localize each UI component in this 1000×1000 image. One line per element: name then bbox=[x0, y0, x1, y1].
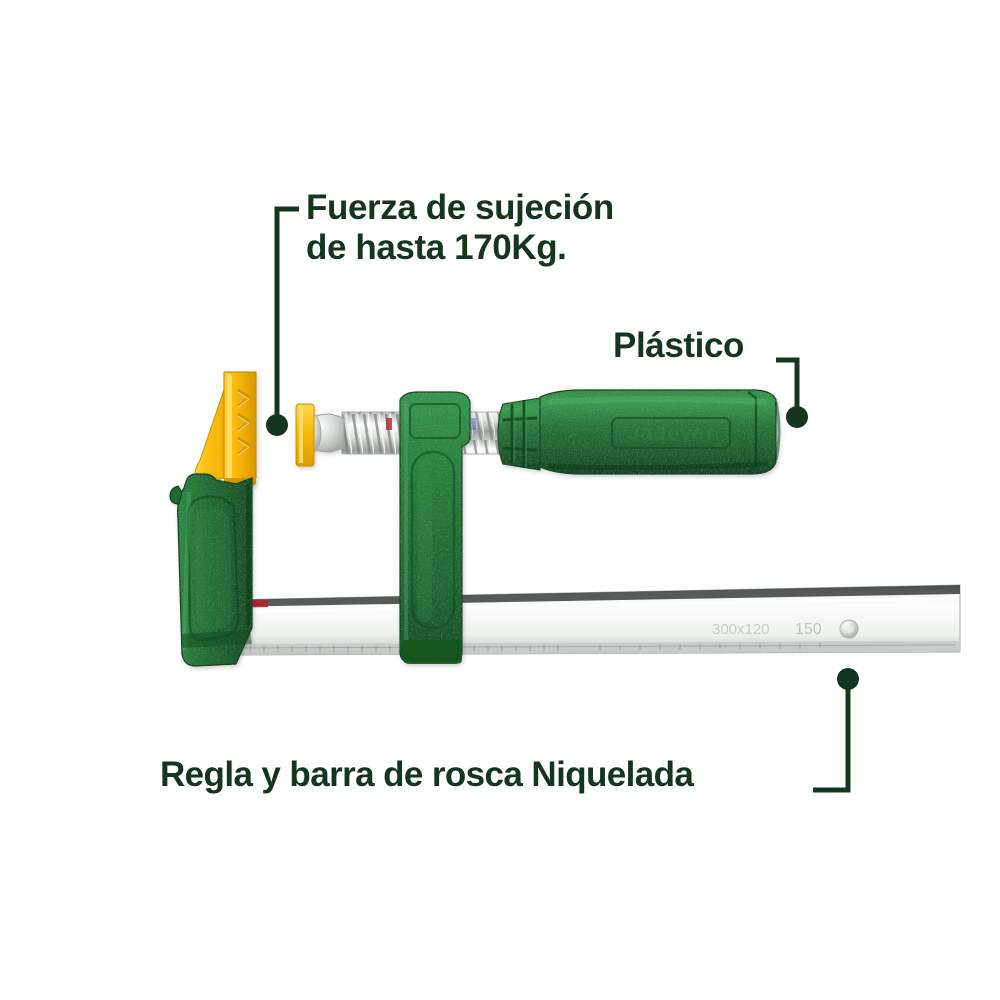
leader-dot-ruler bbox=[837, 668, 859, 690]
leader-dot-force bbox=[266, 414, 288, 436]
handle-brand-text: Jadever bbox=[628, 420, 715, 445]
bar-size-mark: 300x120 bbox=[712, 621, 770, 638]
annotation-label-force: Fuerza de sujeción de hasta 170Kg. bbox=[306, 188, 614, 267]
leader-line-plastic bbox=[776, 357, 800, 412]
fixed-jaw-body bbox=[169, 473, 253, 667]
handle-group: Jadever bbox=[497, 389, 781, 475]
handle-ribs bbox=[502, 400, 538, 468]
annotation-label-plastic: Plástico bbox=[613, 326, 745, 365]
leader-line-force bbox=[274, 206, 299, 420]
annotation-label-ruler: Regla y barra de rosca Niquelada bbox=[160, 755, 694, 794]
fixed-jaw-group bbox=[169, 371, 257, 667]
leader-line-ruler bbox=[813, 684, 851, 793]
leader-dot-plastic bbox=[786, 406, 808, 428]
pressure-pad-group bbox=[295, 403, 345, 467]
sliding-jaw bbox=[399, 391, 471, 664]
brand-plate bbox=[611, 417, 731, 449]
bar-length-mark: 150 bbox=[795, 621, 822, 638]
